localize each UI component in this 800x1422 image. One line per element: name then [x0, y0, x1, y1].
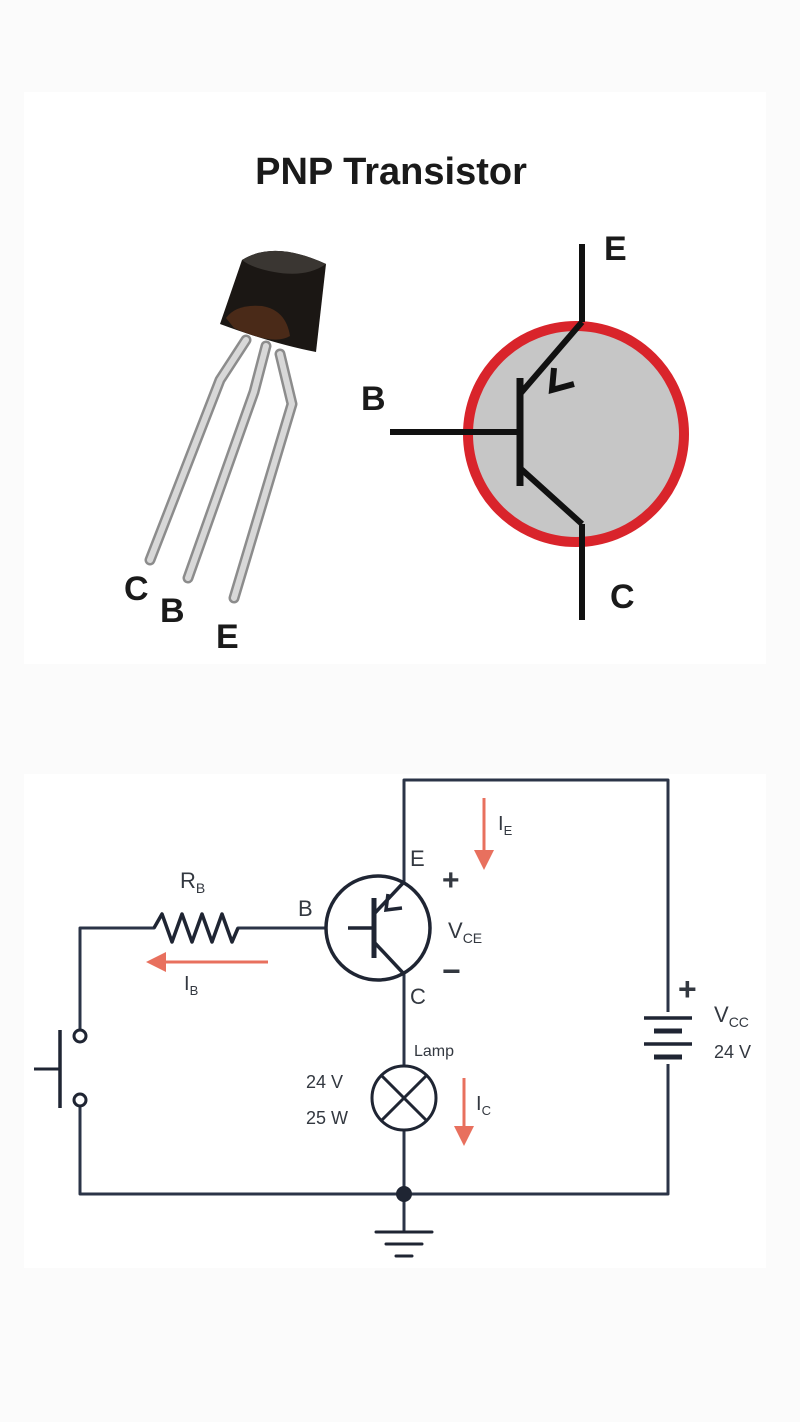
package-label-e: E — [216, 618, 239, 656]
label-ib: IB — [184, 973, 198, 998]
transistor-circle — [324, 874, 432, 982]
pnp-transistor-figure: PNP Transistor C B E — [124, 151, 689, 656]
lamp — [370, 1064, 438, 1132]
label-ie: IE — [498, 813, 513, 838]
label-vce: VCE — [448, 918, 482, 946]
wire-ground-rail — [78, 1056, 670, 1196]
collector-line — [517, 465, 585, 527]
title: PNP Transistor — [255, 151, 527, 193]
pnp-symbol — [390, 244, 689, 620]
symbol-label-e: E — [604, 230, 627, 268]
label-ic: IC — [476, 1093, 491, 1118]
label-lamp: Lamp — [414, 1043, 454, 1060]
vce-plus: + — [442, 864, 460, 897]
package-label-c: C — [124, 570, 149, 608]
transistor-collector — [372, 940, 406, 976]
pnp-transistor-panel: PNP Transistor C B E — [24, 92, 766, 664]
label-vcc: VCC — [714, 1002, 749, 1030]
current-arrow-ib — [146, 952, 268, 972]
wire-switch-to-resistor — [78, 926, 156, 1038]
lamp-cross-2 — [379, 1073, 429, 1123]
switch-contact-top — [72, 1028, 88, 1044]
symbol-label-b: B — [361, 380, 386, 418]
label-lamp-power: 25 W — [306, 1108, 348, 1128]
label-vcc-value: 24 V — [714, 1042, 751, 1062]
lead-base — [182, 340, 272, 584]
pnp-circuit-panel: RB IB IE IC B E C + VCE − + VCC 24 V Lam… — [24, 774, 766, 1268]
terminal-label-b: B — [298, 896, 313, 921]
wire-emitter-to-vcc — [402, 778, 670, 1020]
lead-emitter — [228, 348, 298, 604]
terminal-label-e: E — [410, 846, 425, 871]
symbol-label-c: C — [610, 578, 635, 616]
emitter-line — [517, 320, 585, 396]
push-button-switch — [34, 1028, 88, 1108]
package-flat-face — [226, 305, 290, 340]
current-arrow-ic — [454, 1078, 474, 1146]
lead-collector — [144, 334, 252, 566]
ground-symbol — [374, 1230, 434, 1258]
emitter-arrow — [548, 367, 575, 395]
label-rb: RB — [180, 868, 205, 896]
label-lamp-voltage: 24 V — [306, 1072, 343, 1092]
resistor-rb — [152, 912, 240, 944]
battery-vcc — [640, 1012, 696, 1064]
junction-node — [396, 1186, 412, 1202]
pnp-switch-circuit: RB IB IE IC B E C + VCE − + VCC 24 V Lam… — [34, 778, 751, 1258]
to92-package — [144, 250, 326, 604]
terminal-label-c: C — [410, 984, 426, 1009]
vce-minus: − — [442, 953, 461, 989]
package-top — [242, 250, 326, 274]
switch-contact-bottom — [72, 1092, 88, 1108]
current-arrow-ie — [474, 798, 494, 870]
transistor-emitter-arrow — [383, 893, 403, 913]
package-label-b: B — [160, 592, 185, 630]
transistor-symbol — [324, 874, 432, 982]
vcc-plus: + — [678, 971, 697, 1007]
